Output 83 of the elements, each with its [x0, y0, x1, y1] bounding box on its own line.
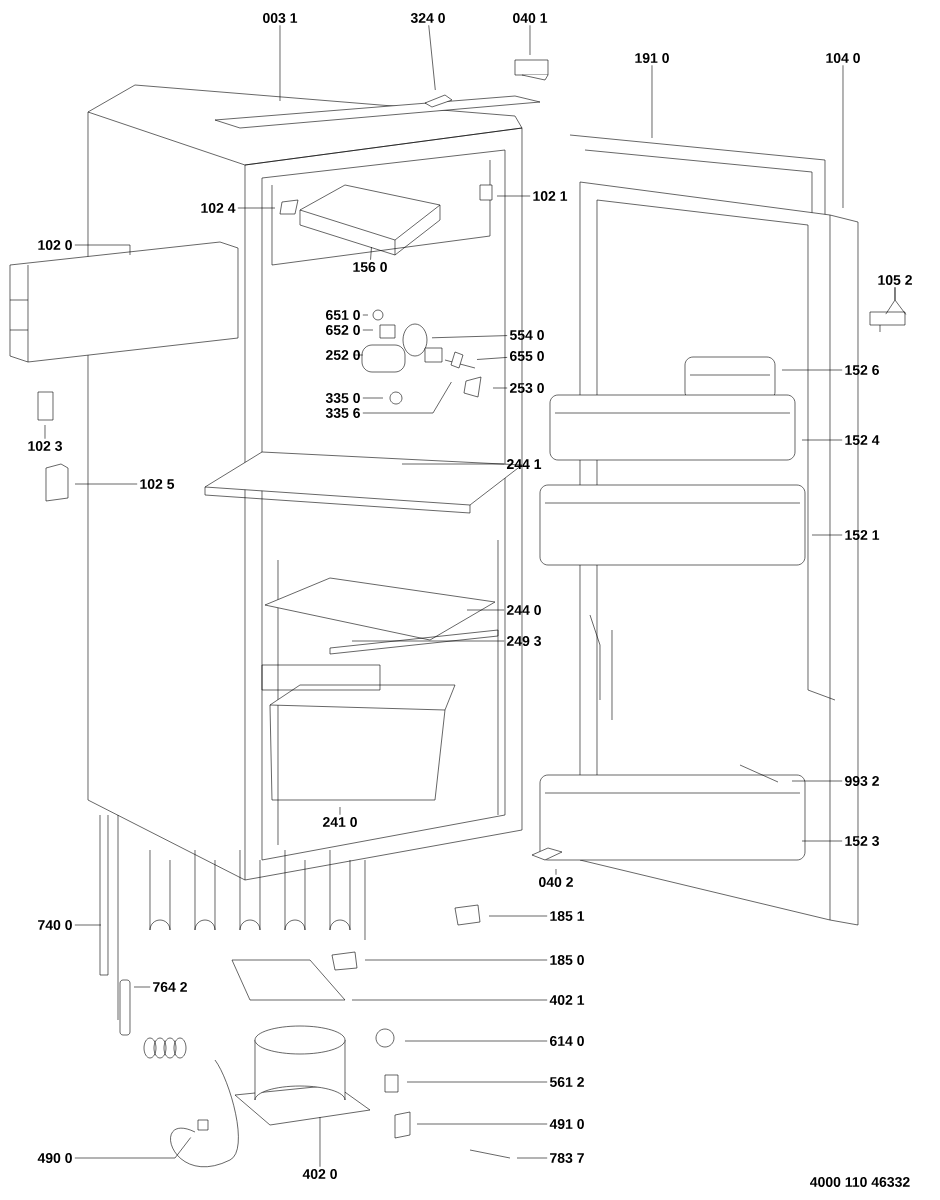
leader-line — [364, 959, 548, 961]
leader-line — [74, 924, 102, 926]
leader-line — [351, 640, 505, 642]
callout-number: 554 0 — [509, 330, 544, 340]
callout-number: 491 0 — [549, 1119, 584, 1129]
callout-number: 191 0 — [635, 53, 669, 63]
callout-number: 156 0 — [353, 262, 387, 272]
callout-number: 102 4 — [201, 203, 236, 213]
callout-number: 003 1 — [263, 13, 298, 23]
leader-line — [370, 246, 372, 261]
callout-number: 252 0 — [325, 350, 360, 360]
callout-number: 241 0 — [322, 817, 357, 827]
callout-number: 614 0 — [550, 1036, 584, 1046]
leader-line — [362, 329, 374, 331]
leader-line — [362, 397, 384, 399]
leader-line — [74, 483, 138, 485]
document-number: 4000 110 46332 — [810, 1177, 910, 1187]
callout-number: 152 4 — [845, 435, 880, 445]
callout-number: 561 2 — [549, 1077, 584, 1087]
leader-line — [74, 1137, 191, 1159]
callout-number: 185 0 — [550, 955, 584, 965]
leader-line — [431, 335, 508, 339]
leader-line — [237, 207, 276, 209]
callout-number: 152 1 — [845, 530, 880, 540]
leader-line — [555, 868, 557, 876]
leader-line — [74, 244, 131, 256]
leader-line — [466, 609, 505, 611]
leader-line — [529, 24, 531, 56]
leader-line — [842, 64, 844, 209]
leader-line — [791, 780, 843, 782]
callout-number: 402 1 — [549, 995, 585, 1005]
leader-line — [279, 25, 281, 102]
callout-number: 102 0 — [38, 240, 72, 250]
leader-line — [894, 286, 907, 315]
callout-number: 253 0 — [509, 383, 544, 393]
leader-line — [406, 1081, 548, 1083]
callout-number: 652 0 — [326, 325, 360, 335]
callout-number: 102 3 — [28, 441, 62, 451]
leader-line — [492, 387, 508, 389]
leader-line — [496, 195, 531, 197]
callout-number: 152 3 — [845, 836, 879, 846]
leader-line — [362, 381, 452, 414]
leader-line — [319, 1116, 321, 1168]
leader-line — [354, 354, 364, 356]
callout-number: 764 2 — [153, 982, 187, 992]
leader-line — [44, 424, 46, 440]
callout-number: 335 0 — [325, 393, 360, 403]
leader-line — [651, 64, 653, 139]
leader-line — [339, 806, 341, 816]
leader-line — [801, 439, 843, 441]
callout-number: 040 2 — [539, 877, 573, 887]
leader-line — [476, 357, 508, 360]
callout-number: 185 1 — [550, 911, 585, 921]
callout-number: 740 0 — [38, 920, 72, 930]
callout-number: 040 1 — [513, 13, 548, 23]
leader-line — [516, 1157, 548, 1159]
callout-number: 335 6 — [325, 408, 360, 418]
callout-number: 104 0 — [826, 53, 860, 63]
leader-line — [401, 463, 505, 465]
callout-number: 105 2 — [878, 275, 912, 285]
callout-number: 102 5 — [140, 479, 175, 489]
callout-number: 490 0 — [37, 1153, 72, 1163]
leader-line — [362, 314, 369, 316]
leader-line — [351, 999, 548, 1001]
callout-number: 102 1 — [533, 191, 568, 201]
callout-number: 783 7 — [550, 1153, 584, 1163]
callout-number: 651 0 — [326, 310, 360, 320]
callout-number: 249 3 — [506, 636, 541, 646]
callout-number: 402 0 — [302, 1169, 337, 1179]
leader-line — [811, 534, 843, 536]
callout-number: 993 2 — [844, 776, 879, 786]
leader-line — [781, 369, 843, 371]
leader-line — [404, 1040, 548, 1042]
leader-line — [428, 25, 436, 91]
callout-number: 324 0 — [410, 13, 445, 23]
callout-number: 244 1 — [506, 459, 542, 469]
callout-number: 655 0 — [510, 351, 544, 361]
leader-line — [488, 915, 548, 917]
leader-line — [416, 1123, 548, 1125]
callout-number: 152 6 — [845, 365, 879, 375]
leader-line — [801, 840, 843, 842]
callout-number: 244 0 — [506, 605, 541, 615]
leader-line — [133, 986, 151, 988]
